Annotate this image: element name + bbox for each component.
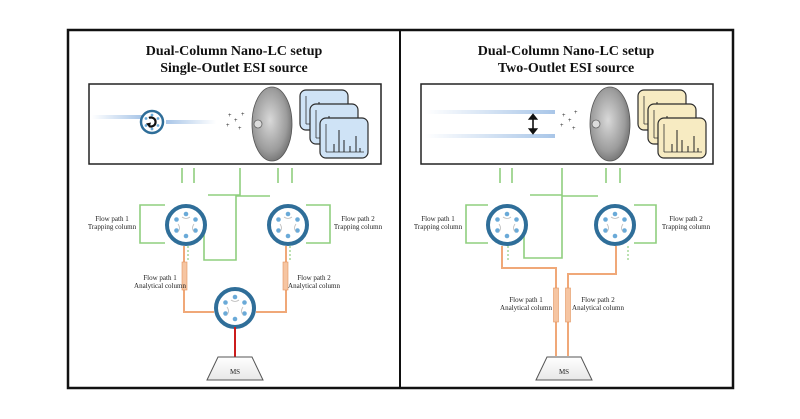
left-flow1-trap-label-2: Trapping column xyxy=(88,223,137,231)
left-trap-tubing xyxy=(139,168,331,261)
svg-text:+: + xyxy=(568,118,572,124)
left-flow2-anal-label-2: Analytical column xyxy=(288,282,340,290)
ion-source-disc-icon xyxy=(251,86,293,162)
right-beam-2 xyxy=(425,134,555,138)
right-panel: Dual-Column Nano-LC setup Two-Outlet ESI… xyxy=(414,44,714,381)
right-flow2-trap-label-1: Flow path 2 xyxy=(669,215,703,223)
svg-text:+: + xyxy=(574,110,578,116)
left-panel: Dual-Column Nano-LC setup Single-Outlet … xyxy=(88,44,383,381)
left-flow1-anal-label-2: Analytical column xyxy=(134,282,186,290)
left-valve-switch xyxy=(214,287,256,329)
left-valve-trap-1 xyxy=(165,204,207,246)
right-title-line1: Dual-Column Nano-LC setup xyxy=(478,44,655,59)
svg-text:+: + xyxy=(234,118,238,124)
left-flow1-anal-label-1: Flow path 1 xyxy=(143,274,177,282)
right-valve-trap-2 xyxy=(594,204,636,246)
svg-text:+: + xyxy=(562,113,566,119)
right-title-line2: Two-Outlet ESI source xyxy=(498,61,634,76)
left-ms-instrument xyxy=(206,356,264,381)
left-flow2-trap-label-2: Trapping column xyxy=(334,223,383,231)
right-ms-label: MS xyxy=(559,368,569,376)
left-flow2-anal-label-1: Flow path 2 xyxy=(297,274,331,282)
right-flow1-trap-label-1: Flow path 1 xyxy=(421,215,455,223)
left-inlet-beam xyxy=(92,115,142,119)
left-analytical-column-2 xyxy=(282,261,289,291)
right-flow2-trap-label-2: Trapping column xyxy=(662,223,711,231)
svg-text:+: + xyxy=(560,123,564,129)
left-ms-label: MS xyxy=(230,368,240,376)
right-valve-trap-1 xyxy=(486,204,528,246)
left-analytical-column-1 xyxy=(181,261,188,291)
right-ion-spray: +++++ xyxy=(560,110,578,132)
right-analytical-column-1 xyxy=(553,287,559,323)
svg-text:+: + xyxy=(241,112,245,118)
right-ms-instrument xyxy=(535,356,593,381)
right-drain-ticks xyxy=(507,246,629,262)
left-title-line2: Single-Outlet ESI source xyxy=(160,61,308,76)
svg-text:+: + xyxy=(238,126,242,132)
right-flow1-anal-label-2: Analytical column xyxy=(500,304,552,312)
left-valve-trap-2 xyxy=(267,204,309,246)
ion-source-disc-icon xyxy=(589,86,631,162)
right-flow1-trap-label-2: Trapping column xyxy=(414,223,463,231)
right-trap-tubing xyxy=(465,168,657,259)
left-outlet-beam xyxy=(166,120,216,124)
right-analytical-column-2 xyxy=(565,287,571,323)
left-flow1-trap-label-1: Flow path 1 xyxy=(95,215,129,223)
rotation-arrow-icon xyxy=(139,109,165,135)
right-beam-1 xyxy=(425,110,555,114)
svg-text:+: + xyxy=(226,123,230,129)
right-flow2-anal-label-2: Analytical column xyxy=(572,304,624,312)
right-analytical-tubing xyxy=(501,246,617,356)
svg-text:+: + xyxy=(572,126,576,132)
left-ion-spray: +++++ xyxy=(226,112,245,132)
double-arrow-icon xyxy=(527,113,539,135)
svg-text:+: + xyxy=(228,113,232,119)
left-flow2-trap-label-1: Flow path 2 xyxy=(341,215,375,223)
right-flow2-anal-label-1: Flow path 2 xyxy=(581,296,615,304)
right-flow1-anal-label-1: Flow path 1 xyxy=(509,296,543,304)
left-title-line1: Dual-Column Nano-LC setup xyxy=(146,44,323,59)
